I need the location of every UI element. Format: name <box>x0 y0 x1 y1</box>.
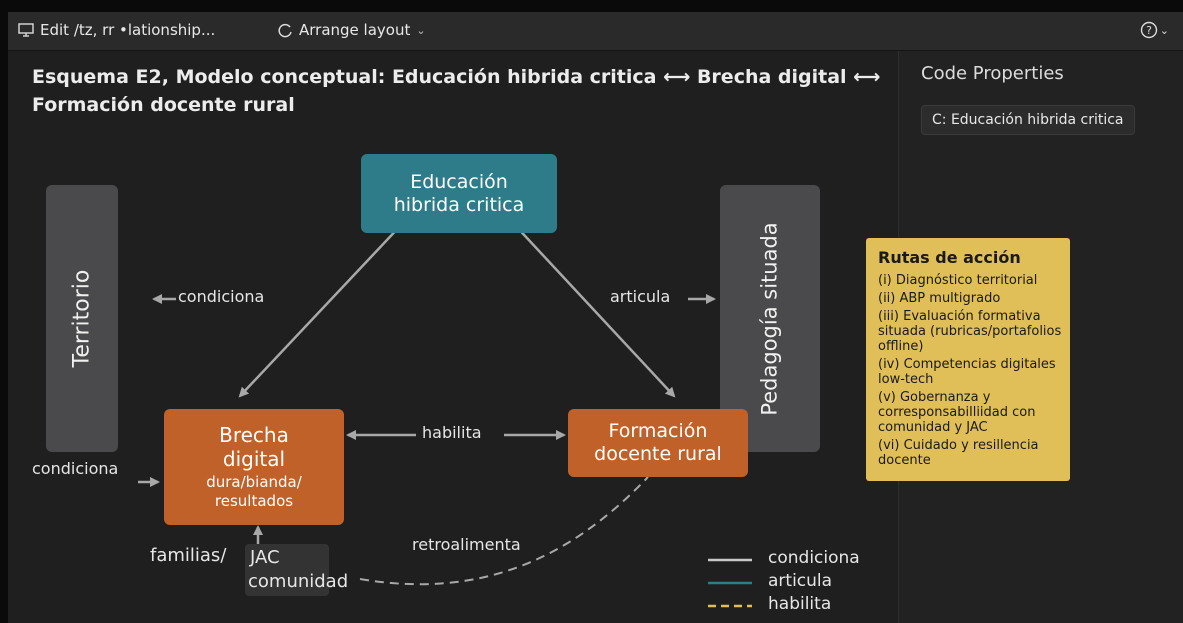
panel-heading: Code Properties <box>921 63 1064 84</box>
node-pedagogia-label: Pedagogía situada <box>758 221 782 416</box>
note-item: (iv) Competencias digitales low-tech <box>878 357 1056 387</box>
edge-label-condiciona-top: condiciona <box>178 287 265 306</box>
diagram-title: Esquema E2, Modelo conceptual: Educación… <box>32 66 881 116</box>
toolbar: Edit /tz, rr •lationship... Arrange layo… <box>8 12 1183 51</box>
help-circle-icon: ? <box>1140 21 1157 39</box>
note-list: (i) Diagnóstico territorial (ii) ABP mul… <box>878 273 1070 468</box>
node-educacion-line2: hibrida critica <box>393 193 525 216</box>
node-educacion-hibrida[interactable]: Educación hibrida critica <box>361 154 557 233</box>
note-item: (vi) Cuidado y resillencia docente <box>878 438 1039 468</box>
node-educacion-line1: Educación <box>410 170 508 193</box>
edit-relationship-button[interactable]: Edit /tz, rr •lationship... <box>18 21 215 39</box>
chevron-down-icon: ⌄ <box>1159 23 1169 37</box>
node-pedagogia-situada[interactable]: Pedagogía situada <box>720 185 820 452</box>
node-territorio-label: Territorio <box>69 269 95 368</box>
code-chip[interactable]: C: Educación hibrida critica <box>921 105 1135 135</box>
rutas-de-accion-note[interactable]: Rutas de acción (i) Diagnóstico territor… <box>866 238 1070 481</box>
node-brecha-sub1: dura/bianda/ <box>206 473 302 491</box>
edge-educacion-brecha <box>238 221 405 398</box>
legend-habilita: habilita <box>768 594 832 614</box>
label-jac: JAC <box>250 547 280 568</box>
edge-label-articula: articula <box>610 287 671 306</box>
label-familias: familias/ <box>150 545 227 566</box>
node-formacion-docente[interactable]: Formación docente rural <box>568 409 748 477</box>
node-brecha-digital[interactable]: Brecha digital dura/bianda/ resultados <box>164 409 344 525</box>
monitor-icon <box>18 23 34 37</box>
note-title: Rutas de acción <box>878 248 1021 267</box>
node-formacion-line1: Formación <box>608 420 708 442</box>
label-comunidad: comunidad <box>248 571 349 592</box>
node-brecha-line1: Brecha <box>219 423 289 447</box>
node-brecha-line2: digital <box>222 447 286 471</box>
edit-label: Edit /tz, rr •lationship... <box>40 21 216 39</box>
refresh-icon <box>278 23 292 37</box>
arrange-label: Arrange layout <box>299 21 411 39</box>
node-territorio[interactable]: Territorio <box>46 185 118 452</box>
help-button[interactable]: ? ⌄ <box>1140 21 1169 39</box>
note-item: (i) Diagnóstico territorial <box>878 273 1038 288</box>
diagram-canvas[interactable]: Esquema E2, Modelo conceptual: Educación… <box>8 51 898 623</box>
node-formacion-line2: docente rural <box>594 443 722 465</box>
edge-label-condiciona-left: condiciona <box>32 459 119 478</box>
edge-label-habilita: habilita <box>422 423 482 442</box>
jac-comunidad-box <box>245 544 329 596</box>
note-item: (v) Gobernanza y corresponsabilliidad co… <box>878 390 1036 435</box>
node-brecha-sub2: resultados <box>214 492 294 510</box>
legend-articula: articula <box>768 571 833 591</box>
edge-retroalimenta <box>359 476 649 586</box>
note-item: (ii) ABP multigrado <box>878 291 1001 306</box>
chevron-down-icon: ⌄ <box>416 23 426 37</box>
arrange-layout-button[interactable]: Arrange layout ⌄ <box>278 21 426 39</box>
svg-text:?: ? <box>1146 24 1152 37</box>
app-window: Edit /tz, rr •lationship... Arrange layo… <box>8 12 1183 623</box>
edge-educacion-formacion <box>511 221 676 398</box>
legend-condiciona: condiciona <box>768 548 860 568</box>
note-item: (iii) Evaluación formativa situada (rubr… <box>878 309 1062 354</box>
edge-label-retroalimenta: retroalimenta <box>412 535 521 554</box>
